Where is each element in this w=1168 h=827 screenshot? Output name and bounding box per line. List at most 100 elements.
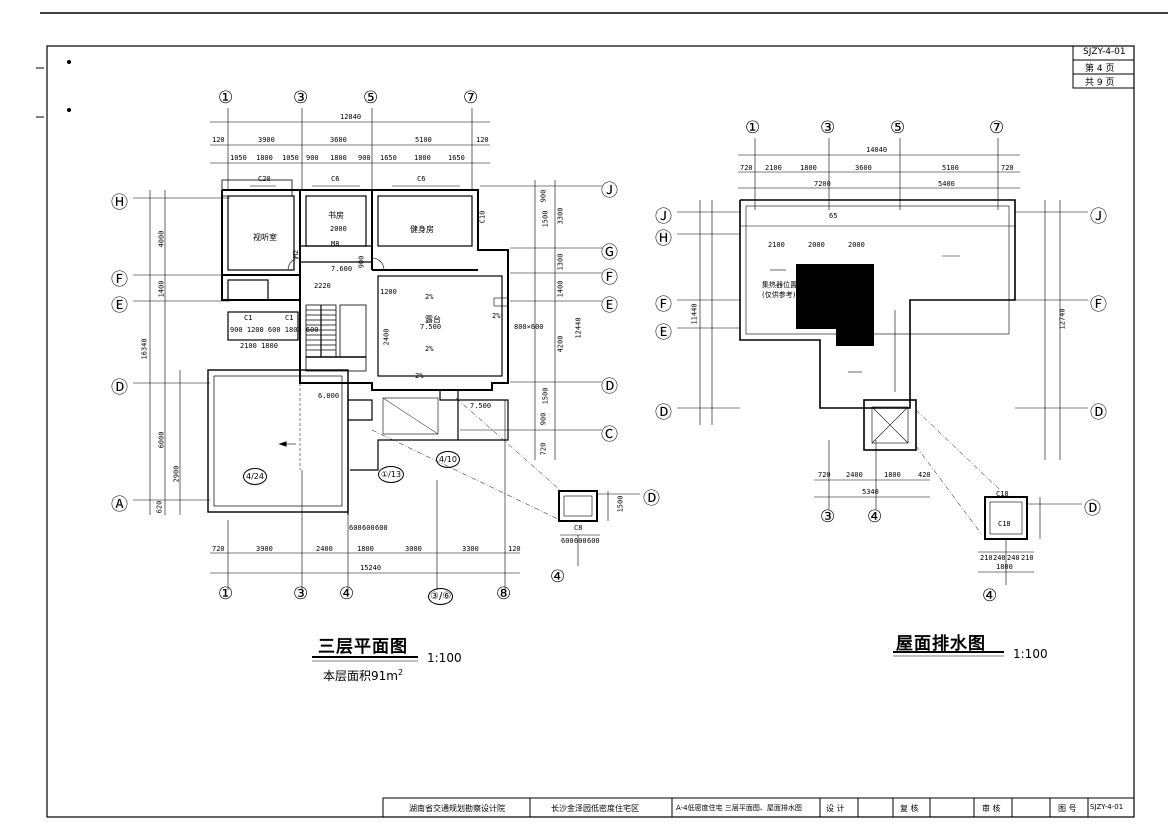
title-block	[382, 797, 1135, 818]
marker-text: 65	[829, 212, 838, 220]
dim-text: 210	[1021, 554, 1034, 562]
axis-bubble: ①	[745, 118, 761, 138]
dim-text: 720	[740, 164, 753, 172]
title-underlines	[312, 651, 1004, 662]
dim-text: 720	[818, 471, 831, 479]
dim-text: 4200	[556, 335, 565, 353]
tb-drawing: A-4低密度住宅 三层平面图、屋面排水图	[676, 804, 802, 812]
axis-bubble: ⑦	[463, 88, 479, 108]
dim-text: 1650	[448, 154, 465, 162]
skylight-size: 800×600	[514, 323, 544, 331]
dim-text: 3900	[256, 545, 273, 553]
window-tag: C18	[998, 520, 1011, 528]
dim-text: 620	[155, 500, 164, 514]
axis-bubble: Ⓙ	[601, 181, 618, 201]
dim-text: 1400	[157, 280, 166, 298]
window-tag: C6	[331, 175, 340, 183]
dim-text: 600	[561, 537, 574, 545]
dim-text: 3000	[405, 545, 422, 553]
dim-text: 600	[349, 524, 362, 532]
dim-text: 1500	[541, 387, 550, 405]
sheet-number-box	[1072, 45, 1135, 89]
dim-text: 900 1200 600 1800 600	[230, 326, 319, 334]
dim-text: 600	[375, 524, 388, 532]
dim-text: 420	[918, 471, 931, 479]
dim-text: 2100	[768, 241, 785, 249]
axis-bubble: ③	[293, 584, 309, 604]
sheet-number: SJZY-4-01	[1083, 47, 1126, 57]
dim-text: 3300	[462, 545, 479, 553]
axis-bubble: Ⓗ	[655, 229, 672, 249]
axis-bubble: Ⓒ	[601, 425, 618, 445]
dim-text: 16340	[140, 338, 149, 360]
axis-bubble: Ⓐ	[111, 495, 128, 515]
axis-bubble: Ⓗ	[111, 193, 128, 213]
floor-plan-title: 三层平面图	[318, 637, 408, 657]
dim-text: 2400	[316, 545, 333, 553]
axis-bubble: ③/⑥	[428, 588, 454, 605]
window-tag: C18	[996, 490, 1009, 498]
axis-bubble: Ⓓ	[1090, 403, 1107, 423]
dim-text: 3300	[556, 207, 565, 225]
dim-text: 2900	[172, 465, 181, 483]
axis-bubble: Ⓓ	[1084, 499, 1101, 519]
window-tag: C6	[417, 175, 426, 183]
dim-text: 1050	[282, 154, 299, 162]
dim-text: 1300	[556, 253, 565, 271]
dim-text: 5100	[942, 164, 959, 172]
dim-text: 3600	[855, 164, 872, 172]
dim-text: 900	[357, 255, 366, 269]
roof-plan-scale: 1:100	[1013, 647, 1048, 661]
axis-bubble: ③	[293, 88, 309, 108]
dim-text: 1500	[541, 210, 550, 228]
dim-text: 600	[362, 524, 375, 532]
door-tag: M2	[292, 249, 301, 259]
tb-design: 设 计	[826, 804, 845, 813]
detail-c18	[978, 496, 1082, 585]
solar-note: 集热器位置	[762, 281, 797, 289]
dim-text: 5340	[862, 488, 879, 496]
axis-bubble: Ⓓ	[111, 378, 128, 398]
dim-text: 900	[306, 154, 319, 162]
tb-drawing-no-label: 图 号	[1058, 804, 1077, 813]
dim-text: 600	[587, 537, 600, 545]
door-tag: M8	[331, 240, 340, 248]
dim-text: 600	[574, 537, 587, 545]
dim-text: 120	[508, 545, 521, 553]
dim-text: 12740	[1058, 308, 1067, 330]
dim-text: 1800	[800, 164, 817, 172]
detail-c8	[558, 490, 640, 566]
axis-bubble: ④	[867, 507, 883, 527]
dim-text: 1500	[616, 495, 625, 513]
dim-text: 720	[539, 442, 548, 456]
solar-collector	[796, 264, 874, 346]
window-tag: C1	[285, 314, 294, 322]
detail-callout: 4/24	[243, 468, 267, 485]
elevation-mark: 7.500	[420, 323, 442, 331]
dim-text: 240	[1007, 554, 1020, 562]
dim-text: 3900	[258, 136, 275, 144]
dim-text: 7200	[814, 180, 831, 188]
detail-callout: ①/13	[378, 466, 405, 483]
dim-text: 120	[476, 136, 489, 144]
solar-note-sub: (仅供参考)	[762, 291, 796, 299]
dim-text: 210	[980, 554, 993, 562]
tb-drawing-no: SJZY-4-01	[1090, 803, 1124, 811]
elevation-mark: 6.000	[318, 392, 340, 400]
dim-text: 2100	[765, 164, 782, 172]
dim-text: 900	[539, 189, 548, 203]
dim-text: 1800	[330, 154, 347, 162]
elevation-mark: 7.600	[331, 265, 353, 273]
elevation-mark: 7.500	[470, 402, 492, 410]
dim-text: 6000	[157, 431, 166, 449]
dim-text: 120	[212, 136, 225, 144]
axis-bubble: Ⓕ	[1090, 295, 1107, 315]
room-label: 健身房	[410, 225, 434, 234]
sheet-page: 第 4 页	[1085, 64, 1115, 74]
dim-text: 12440	[574, 317, 583, 339]
floor-plan-area: 本层面积91m2	[323, 667, 403, 684]
dim-text: 2100 1800	[240, 342, 278, 350]
left-edge-marks	[36, 60, 71, 118]
axis-bubble: ④	[982, 586, 998, 606]
